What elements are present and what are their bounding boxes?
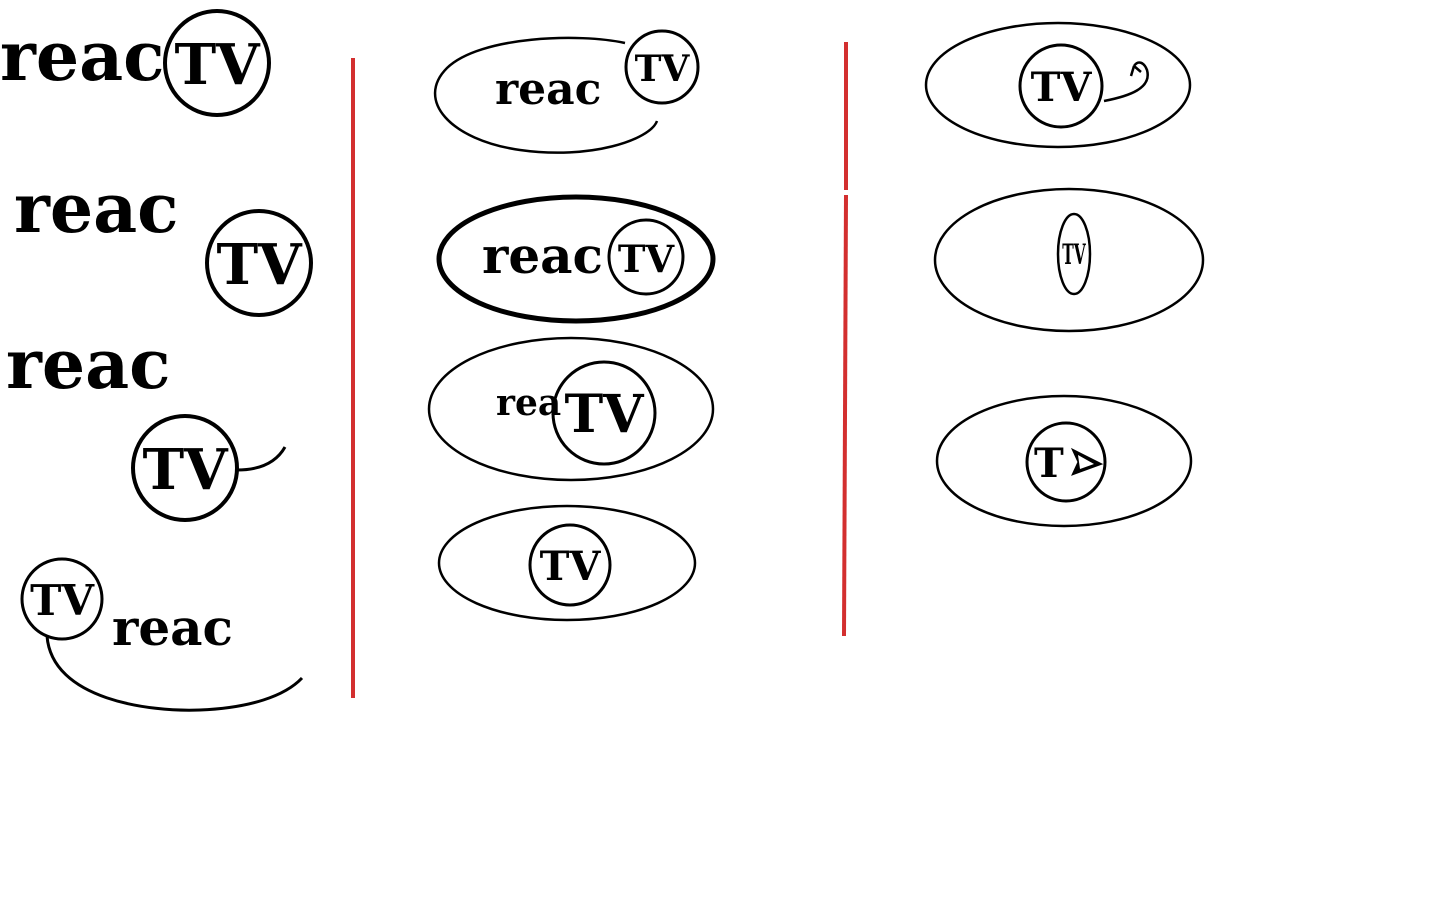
tv-label: TV <box>174 32 261 98</box>
tv-label: TV <box>635 48 691 90</box>
tail-stroke <box>236 446 287 472</box>
logo-variant-3: reac TV <box>6 325 287 522</box>
reac-wordmark: reac <box>14 169 179 249</box>
swoosh-stroke <box>45 635 304 712</box>
badge-ellipse <box>427 336 715 482</box>
tv-label: TV <box>540 543 602 590</box>
tv-circle <box>131 414 239 522</box>
badge-ellipse <box>436 194 716 324</box>
tv-circle <box>624 29 700 105</box>
logo-variant-11: T <box>935 394 1193 528</box>
logo-variant-1: reac TV <box>0 9 271 117</box>
logo-variant-5: reac TV <box>433 29 700 154</box>
t-letter: T <box>1034 440 1064 487</box>
logo-variant-10: TV <box>933 187 1205 333</box>
rea-wordmark: rea <box>496 382 561 424</box>
reac-wordmark: reac <box>482 226 603 285</box>
play-icon-inner <box>1078 455 1094 469</box>
tv-label: TV <box>216 232 303 298</box>
tv-circle <box>551 360 657 466</box>
tv-label: TV <box>142 437 229 503</box>
undo-arrow-icon <box>1103 61 1149 103</box>
logo-variant-6: reac TV <box>436 194 716 324</box>
reac-wordmark: reac <box>112 598 233 657</box>
tv-circle <box>205 209 313 317</box>
tv-label: TV <box>564 384 645 445</box>
tv-circle <box>1025 421 1107 503</box>
column-divider-2b <box>842 194 848 637</box>
logo-variant-9: TV <box>924 21 1192 149</box>
tv-label: TV <box>30 576 95 625</box>
logo-variant-4: TV reac <box>20 557 304 712</box>
reac-wordmark: reac <box>0 17 165 97</box>
tv-circle <box>163 9 271 117</box>
badge-ellipse <box>935 394 1193 528</box>
tv-circle <box>1018 43 1104 129</box>
open-ellipse <box>433 36 659 154</box>
tv-circle <box>20 557 104 641</box>
tv-circle <box>528 523 612 607</box>
badge-ellipse <box>437 504 697 622</box>
tv-label: TV <box>1062 239 1086 271</box>
logo-variant-8: TV <box>437 504 697 622</box>
tv-label: TV <box>618 237 676 281</box>
logo-variant-7: rea TV <box>427 336 715 482</box>
reac-wordmark: reac <box>495 64 601 115</box>
reac-wordmark: reac <box>6 325 171 405</box>
badge-ellipse <box>933 187 1205 333</box>
tv-circle <box>607 218 685 296</box>
logo-variant-2: reac TV <box>14 169 313 317</box>
badge-ellipse <box>924 21 1192 149</box>
tv-oval <box>1056 212 1092 296</box>
tv-label: TV <box>1031 64 1093 111</box>
